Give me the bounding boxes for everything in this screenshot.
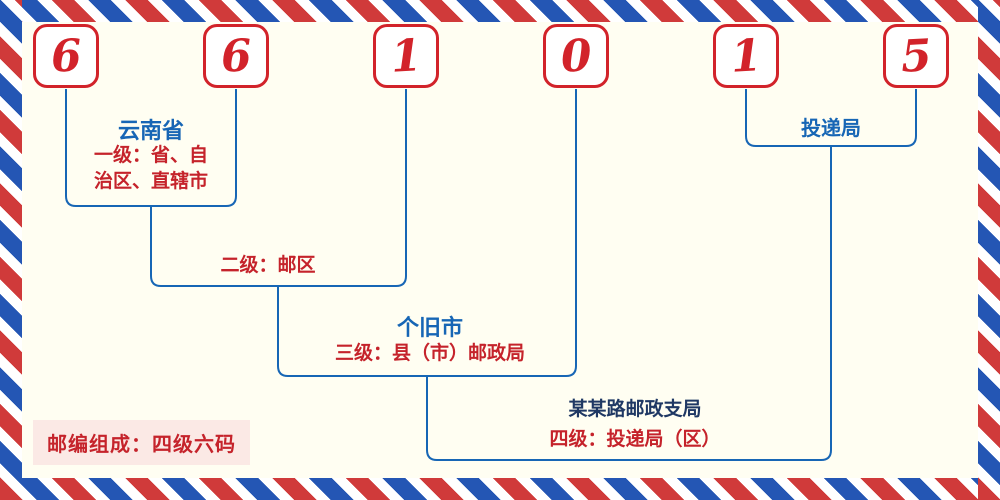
- zone-level-desc: 二级：邮区: [220, 254, 316, 276]
- digit-box-5: 1: [713, 24, 779, 88]
- province-name: 云南省: [117, 119, 184, 144]
- digit-6: 5: [899, 29, 933, 83]
- digit-box-6: 5: [883, 24, 949, 88]
- delivery-office-name: 投递局: [801, 116, 861, 140]
- airmail-border-top: [0, 0, 1000, 22]
- digit-3: 1: [389, 29, 423, 83]
- city-name: 个旧市: [396, 316, 463, 341]
- digit-box-1: 6: [33, 24, 99, 88]
- branch-name: 某某路邮政支局: [568, 398, 702, 420]
- digit-box-4: 0: [543, 24, 609, 88]
- city-level-desc: 三级：县（市）邮政局: [334, 342, 525, 364]
- digit-1: 6: [49, 29, 83, 83]
- composition-note: 邮编组成：四级六码: [33, 420, 250, 465]
- digit-box-3: 1: [373, 24, 439, 88]
- digit-5: 1: [729, 29, 763, 83]
- digit-box-2: 6: [203, 24, 269, 88]
- digit-4: 0: [559, 29, 593, 83]
- airmail-border-bottom: [0, 478, 1000, 500]
- province-level-desc: 一级：省、自治区、直辖市: [93, 144, 208, 192]
- digit-2: 6: [219, 29, 253, 83]
- branch-level-desc: 四级：投递局（区）: [549, 428, 721, 450]
- airmail-border-right: [978, 0, 1000, 500]
- airmail-border-left: [0, 0, 22, 500]
